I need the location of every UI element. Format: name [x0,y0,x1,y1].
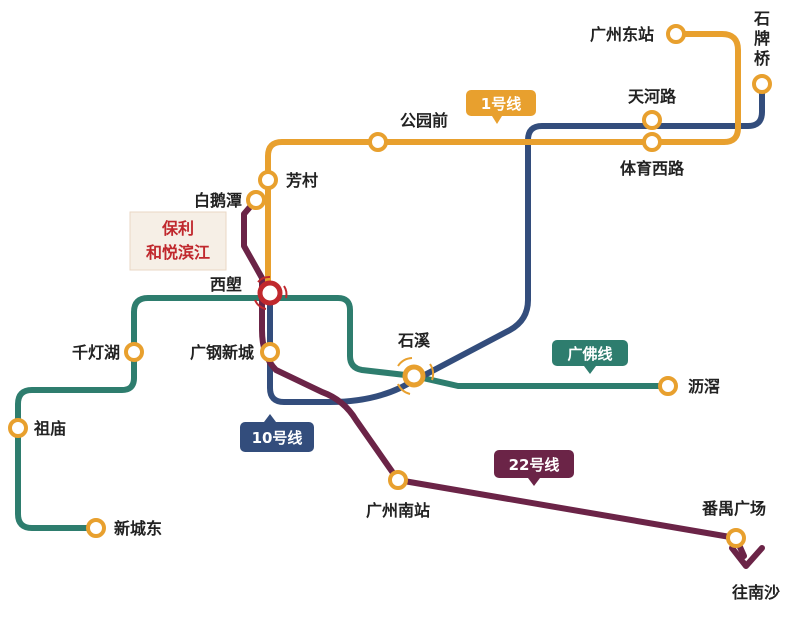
station-xinchengdong[interactable]: 新城东 [86,518,162,538]
station-panyu-square[interactable]: 番禺广场 [701,499,766,548]
station-guangzhou-south[interactable]: 广州南站 [366,470,430,520]
to-nansha-label: 往南沙 [732,583,780,602]
station-gongyuanqian[interactable]: 公园前 [368,111,448,152]
station-shipaiqiao[interactable]: 石 牌 桥 [752,9,772,94]
svg-text:体育西路: 体育西路 [620,159,685,178]
line22-badge-label: 22号线 [509,456,560,474]
line10-route [267,81,765,405]
svg-text:天河路: 天河路 [628,87,677,106]
station-xilang[interactable]: 西塱 [210,275,288,310]
svg-text:芳村: 芳村 [286,171,318,190]
station-tiyu-xilu[interactable]: 体育西路 [620,132,685,178]
svg-text:广州南站: 广州南站 [366,501,430,520]
project-name-line1: 保利 [161,219,194,238]
guangfo-line-route [15,295,671,531]
svg-text:沥滘: 沥滘 [688,377,720,396]
project-name-line2: 和悦滨江 [146,243,210,262]
station-lijiao[interactable]: 沥滘 [658,376,720,396]
svg-text:石溪: 石溪 [397,331,431,350]
station-guangzhou-east[interactable]: 广州东站 [590,24,686,44]
svg-text:石: 石 [753,9,770,28]
svg-text:西塱: 西塱 [210,275,242,294]
guangfo-badge-label: 广佛线 [567,345,612,363]
svg-text:千灯湖: 千灯湖 [72,343,120,362]
project-label-box: 保利 和悦滨江 [129,211,227,271]
svg-text:公园前: 公园前 [400,111,448,130]
nansha-arrowhead [729,545,765,569]
station-baietan[interactable]: 白鹅潭 [194,190,266,210]
svg-text:广钢新城: 广钢新城 [190,343,254,362]
svg-text:广州东站: 广州东站 [590,25,654,44]
line1-badge[interactable]: 1号线 [466,90,536,124]
station-guanggang-xincheng[interactable]: 广钢新城 [190,342,280,362]
line1-badge-label: 1号线 [481,95,521,113]
station-shixi[interactable]: 石溪 [397,331,435,395]
line22-route [241,197,747,559]
station-tianhe-road[interactable]: 天河路 [628,87,677,130]
svg-text:番禺广场: 番禺广场 [701,499,766,518]
svg-text:白鹅潭: 白鹅潭 [194,191,242,210]
line22-badge[interactable]: 22号线 [494,450,574,486]
station-zumiao[interactable]: 祖庙 [8,418,66,438]
line10-badge-label: 10号线 [252,429,303,447]
station-fangcun[interactable]: 芳村 [258,170,318,190]
svg-text:桥: 桥 [754,49,771,68]
line1-route [265,31,741,295]
station-qiandenghu[interactable]: 千灯湖 [72,342,144,362]
svg-text:牌: 牌 [754,29,770,48]
line10-badge[interactable]: 10号线 [240,414,314,452]
svg-text:新城东: 新城东 [114,519,162,538]
svg-text:祖庙: 祖庙 [33,419,66,438]
guangfo-badge[interactable]: 广佛线 [552,340,628,374]
